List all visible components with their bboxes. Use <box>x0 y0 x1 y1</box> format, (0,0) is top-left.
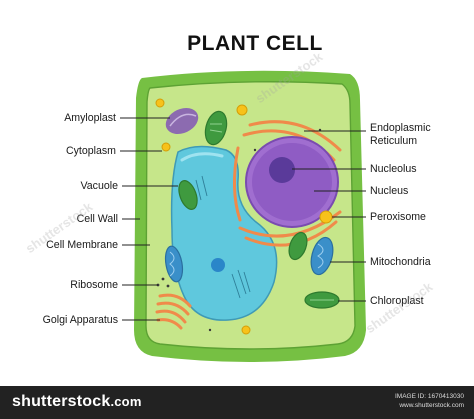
stock-logo: shutterstock.com <box>12 393 142 411</box>
label-endoplasmic-reticulum-line1: Endoplasmic <box>370 122 431 134</box>
label-cell-membrane: Cell Membrane <box>46 239 118 251</box>
label-endoplasmic-reticulum-line2: Reticulum <box>370 135 418 147</box>
label-ribosome: Ribosome <box>70 279 118 291</box>
stock-logo-suffix: .com <box>110 394 142 409</box>
label-amyloplast: Amyloplast <box>64 112 116 124</box>
stock-image-id: IMAGE ID: 1670413030 <box>394 393 464 400</box>
label-chloroplast: Chloroplast <box>370 295 424 307</box>
stock-logo-text: shutterstock <box>12 393 111 410</box>
chloroplast-group <box>178 110 340 309</box>
label-vacuole: Vacuole <box>80 180 119 192</box>
label-cytoplasm: Cytoplasm <box>65 145 116 157</box>
label-nucleolus: Nucleolus <box>370 163 417 175</box>
peroxisome-group <box>155 98 333 335</box>
label-peroxisome: Peroxisome <box>370 211 426 223</box>
label-golgi-apparatus: Golgi Apparatus <box>42 314 118 326</box>
label-cell-wall: Cell Wall <box>76 213 118 225</box>
vacuole-granule <box>211 258 225 272</box>
stock-footer-bar: shutterstock.com IMAGE ID: 1670413030 ww… <box>0 386 474 419</box>
label-nucleus: Nucleus <box>370 185 409 197</box>
label-lines-left <box>120 117 178 321</box>
plant-cell-diagram <box>120 70 366 363</box>
label-lines-right <box>292 130 366 302</box>
stock-info: IMAGE ID: 1670413030 www.shutterstock.co… <box>395 392 464 410</box>
mitochondria-group <box>164 236 334 283</box>
golgi-apparatus <box>155 293 192 330</box>
diagram-title: PLANT CELL <box>187 32 323 55</box>
label-mitochondria: Mitochondria <box>370 256 431 268</box>
stock-site: www.shutterstock.com <box>399 402 464 409</box>
cell-membrane <box>145 81 356 350</box>
nucleolus <box>269 157 295 183</box>
